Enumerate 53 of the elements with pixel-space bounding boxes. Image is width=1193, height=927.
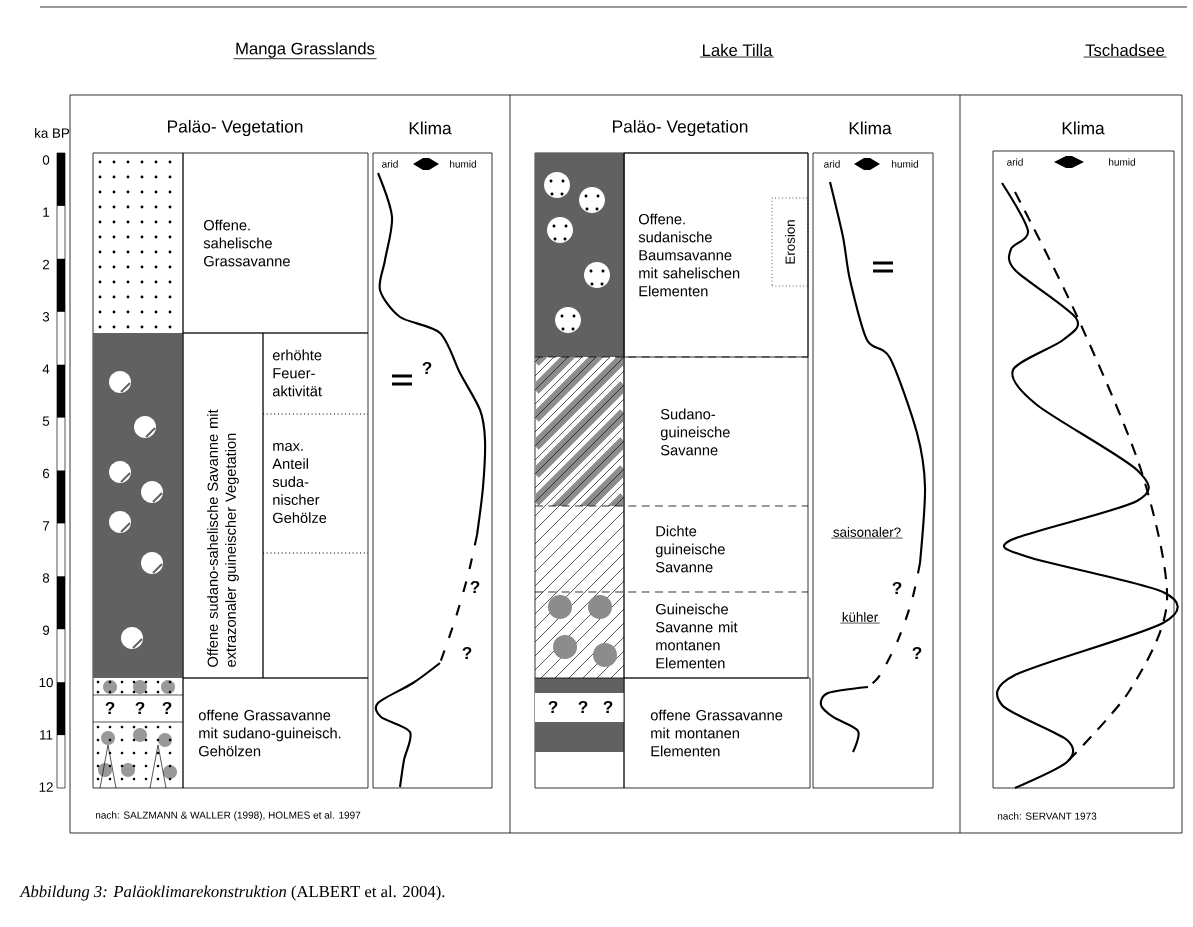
question-mark: ? — [135, 701, 145, 715]
erosion-box: Erosion — [771, 197, 809, 287]
axis-label: 5 — [42, 416, 50, 426]
axis-label: 3 — [42, 312, 50, 322]
question-mark: ? — [162, 701, 172, 715]
axis-label: arid — [824, 160, 840, 168]
axis-label: 12 — [39, 782, 53, 792]
question-mark: ? — [422, 361, 432, 375]
column-heading: Paläo- Vegetation — [613, 119, 748, 137]
column-heading: Paläo- Vegetation — [168, 119, 303, 137]
axis-label: 6 — [42, 468, 50, 479]
vegetation-label: Sudano-guineische Savanne — [660, 408, 730, 456]
vegetation-label: erhöhte Feuer-aktivität — [272, 349, 322, 397]
vegetation-box: Offene sudano-sahelische Savanne mit extrazonaler guineischer Vegetation — [182, 332, 264, 679]
vegetation-box: Offene. sahelische Grassavanne — [182, 152, 369, 334]
axis-label: humid — [450, 160, 476, 168]
question-mark: ? — [462, 646, 472, 660]
axis-label: humid — [892, 160, 918, 168]
caption: Abbildung 3: Paläoklimarekonstruktion (ALBERT et al. 2004). — [19, 885, 445, 901]
source-note: nach: SALZMANN & WALLER (1998), HOLMES et al. 1997 — [95, 811, 361, 821]
question-mark: ? — [105, 701, 115, 715]
axis-label: humid — [1109, 158, 1135, 166]
question-mark: ? — [892, 581, 902, 595]
vegetation-label: Guineische Savanne mit montanen Elementen — [655, 603, 738, 669]
axis-label: 1 — [43, 207, 50, 217]
column-heading: Klima — [409, 121, 452, 135]
axis-label: 2 — [42, 259, 50, 270]
question-mark: ? — [578, 700, 588, 714]
question-mark: ? — [912, 646, 922, 660]
column-heading: Klima — [1062, 121, 1105, 135]
axis-label: 7 — [43, 521, 50, 531]
source-note: nach: SERVANT 1973 — [997, 812, 1097, 820]
question-mark: ? — [470, 580, 480, 594]
annotation: saisonaler? — [830, 527, 904, 539]
annotation: kühler — [839, 612, 881, 624]
question-mark: ? — [548, 700, 558, 714]
axis-label: 0 — [42, 155, 50, 165]
axis-label: 8 — [42, 573, 50, 583]
axis-label: ka BP — [35, 128, 70, 138]
vegetation-box: offene Grassavanne mit sudano-guineisch. Gehölzen — [182, 677, 369, 789]
column-heading: Klima — [849, 121, 892, 135]
vegetation-box: offene Grassavanne mit montanen Elementen — [623, 677, 811, 789]
axis-label: arid — [1007, 158, 1023, 166]
axis-label: 10 — [39, 677, 53, 688]
site-title: Tschadsee — [1083, 43, 1167, 58]
site-title: Lake Tilla — [699, 43, 775, 58]
vegetation-label: Dichte guineische Savanne — [655, 525, 725, 573]
vegetation-label: max. Anteil suda-nischer Gehölze — [272, 443, 327, 523]
axis-label: arid — [382, 160, 398, 168]
site-title: Manga Grasslands — [233, 42, 377, 60]
axis-label: 4 — [42, 364, 50, 374]
axis-label: 9 — [42, 625, 50, 635]
axis-label: 11 — [40, 730, 53, 740]
